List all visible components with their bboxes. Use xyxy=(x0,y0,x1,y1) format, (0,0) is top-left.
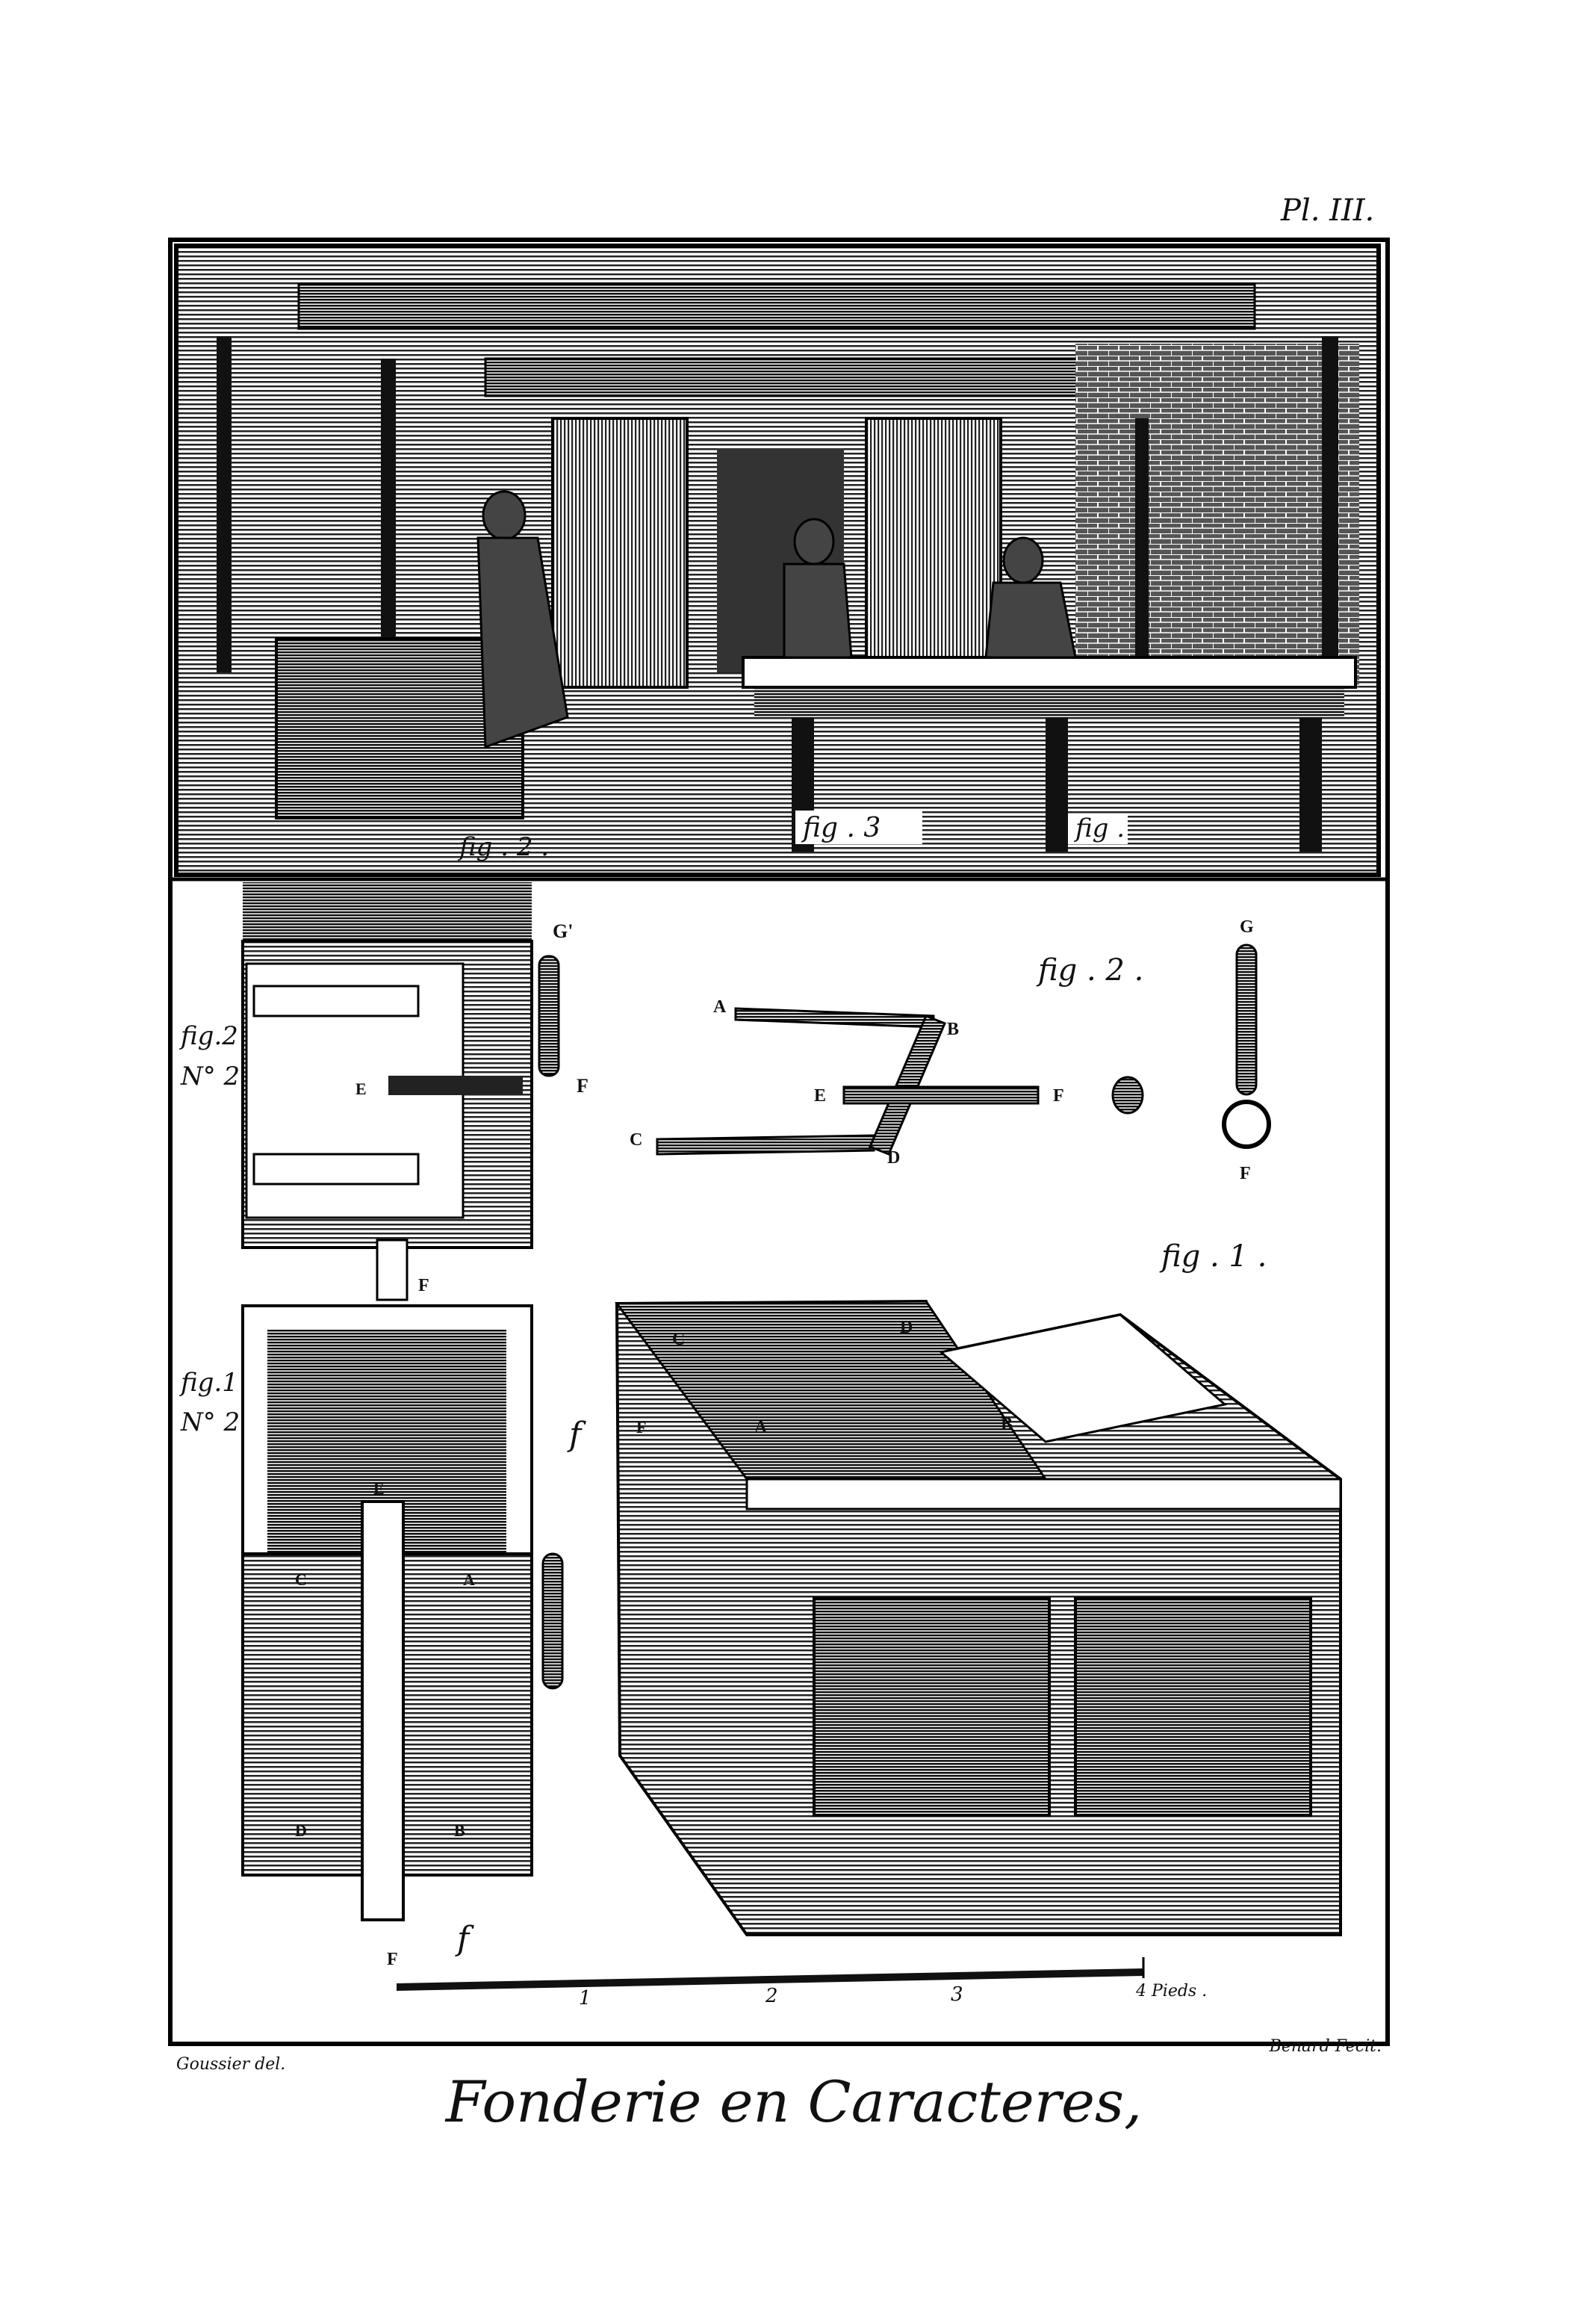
label-G: G' xyxy=(553,920,573,942)
cupboard xyxy=(865,417,1002,689)
workshop-scene: fig . 2 . fig . 3 fig . xyxy=(174,244,1381,877)
scene-fig4-label: fig . xyxy=(1073,814,1125,843)
label-E: E xyxy=(373,1479,385,1498)
fig1-label: fig . 1 . xyxy=(1159,1239,1267,1274)
scene-fig2-label: fig . 2 . xyxy=(457,832,549,862)
lower-left-num-label: N° 2 xyxy=(180,1407,240,1437)
label-F-bottom: F xyxy=(418,1276,429,1295)
label-F: F xyxy=(577,1075,588,1097)
label-F: F xyxy=(1240,1164,1251,1183)
label-C: C xyxy=(295,1570,307,1589)
label-F: F xyxy=(387,1950,398,1969)
scale-bar: 1 2 3 4 Pieds . xyxy=(397,1957,1207,2010)
scale-tick: 3 xyxy=(951,1983,963,2006)
cupboard xyxy=(551,417,689,689)
mould-parts: fig . 2 . A B E F C D G F xyxy=(630,917,1271,1183)
upper-left-fig-label: fig.2 xyxy=(178,1021,238,1051)
scale-tick: 2 xyxy=(765,1985,778,2007)
upper-left-num-label: N° 2 xyxy=(180,1062,240,1091)
label-C: C xyxy=(672,1330,685,1349)
mould-open-view: fig.1 N° 2 E C A D B F f xyxy=(178,1304,564,1969)
lower-left-fig-label: fig.1 xyxy=(178,1368,238,1398)
label-B: B xyxy=(1001,1415,1013,1434)
label-f: f xyxy=(455,1920,474,1958)
scale-tick: 1 xyxy=(579,1987,591,2010)
workers xyxy=(476,490,1077,749)
label-A: A xyxy=(754,1418,768,1437)
scale-tick: 4 Pieds . xyxy=(1135,1982,1207,2001)
parts-fig-label: fig . 2 . xyxy=(1036,953,1143,988)
label-G: G xyxy=(1240,917,1254,937)
plate-number: Pl. III. xyxy=(1280,193,1374,228)
plate-title: Fonderie en Caracteres, xyxy=(444,2069,1142,2135)
ceiling-beam xyxy=(297,282,1256,330)
credit-right: Benard Fecit. xyxy=(1269,2037,1382,2056)
label-B: B xyxy=(454,1821,465,1840)
label-E: E xyxy=(355,1079,367,1098)
handle-icon xyxy=(538,955,560,1077)
label-D: D xyxy=(887,1148,900,1168)
scene-fig3-label: fig . 3 xyxy=(801,813,881,843)
brick-wall xyxy=(1075,344,1359,687)
handle-icon xyxy=(541,1552,564,1690)
mould-top-view: fig.2 N° 2 G' F E F xyxy=(178,882,588,1301)
label-F: F xyxy=(636,1418,646,1437)
work-table xyxy=(742,656,1357,689)
label-C: C xyxy=(630,1130,642,1150)
label-D: D xyxy=(900,1318,913,1337)
label-f: f xyxy=(567,1416,586,1454)
label-A: A xyxy=(713,997,727,1017)
label-E: E xyxy=(814,1086,826,1106)
drying-racks xyxy=(217,336,1338,687)
label-A: A xyxy=(463,1570,475,1589)
casting-cabinet: C D A B f F xyxy=(567,1299,1342,1936)
credit-left: Goussier del. xyxy=(176,2055,285,2074)
plate-frame xyxy=(168,238,1390,2046)
ceiling-beam xyxy=(484,357,1084,397)
label-B: B xyxy=(947,1020,959,1039)
label-F: F xyxy=(1053,1086,1064,1106)
label-D: D xyxy=(295,1821,307,1840)
